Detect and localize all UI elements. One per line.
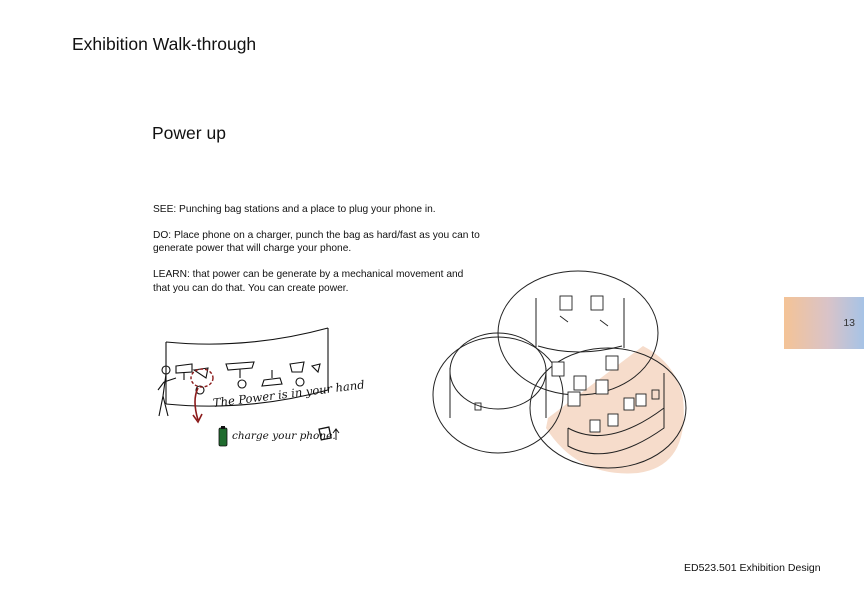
footer-course-label: ED523.501 Exhibition Design [684, 562, 821, 574]
do-paragraph: DO: Place phone on a charger, punch the … [153, 229, 480, 255]
exhibition-floor-plan [432, 270, 687, 474]
page-number: 13 [843, 317, 855, 329]
sketch-caption-charge: charge your phone. [232, 430, 336, 442]
phone-dock-1 [195, 385, 205, 395]
red-arrow [194, 387, 199, 421]
learn-paragraph: LEARN: that power can be generate by a m… [153, 269, 464, 294]
small-furniture [474, 295, 660, 411]
phone-dock-3 [295, 377, 305, 387]
description-text: SEE: Punching bag stations and a place t… [153, 203, 483, 308]
concept-sketch [157, 327, 340, 447]
exhibit-pedestals [551, 355, 647, 433]
highlight-circle [190, 368, 214, 388]
room-left [432, 336, 564, 454]
section-title: Power up [152, 123, 226, 143]
highlighted-zone [546, 346, 684, 474]
sketch-wall-top [165, 327, 329, 345]
phone-dock-2 [237, 379, 247, 389]
phone-icon [318, 426, 332, 441]
page-number-tab: 13 [784, 297, 864, 349]
room-powerup [529, 347, 687, 469]
battery-icon [218, 427, 228, 447]
page-title: Exhibition Walk-through [72, 34, 257, 54]
see-paragraph: SEE: Punching bag stations and a place t… [153, 204, 436, 215]
room-top-walls [535, 298, 625, 348]
